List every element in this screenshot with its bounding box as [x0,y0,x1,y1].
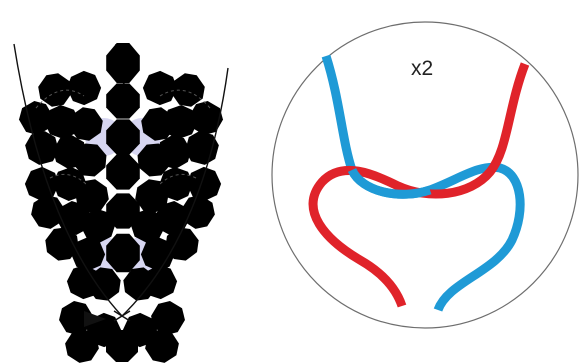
thread-detail: x2 [272,22,578,328]
central-column-beads [106,43,140,272]
repeat-label: x2 [411,57,433,80]
bead-pattern [14,43,228,364]
central-slate-bead [106,83,140,118]
